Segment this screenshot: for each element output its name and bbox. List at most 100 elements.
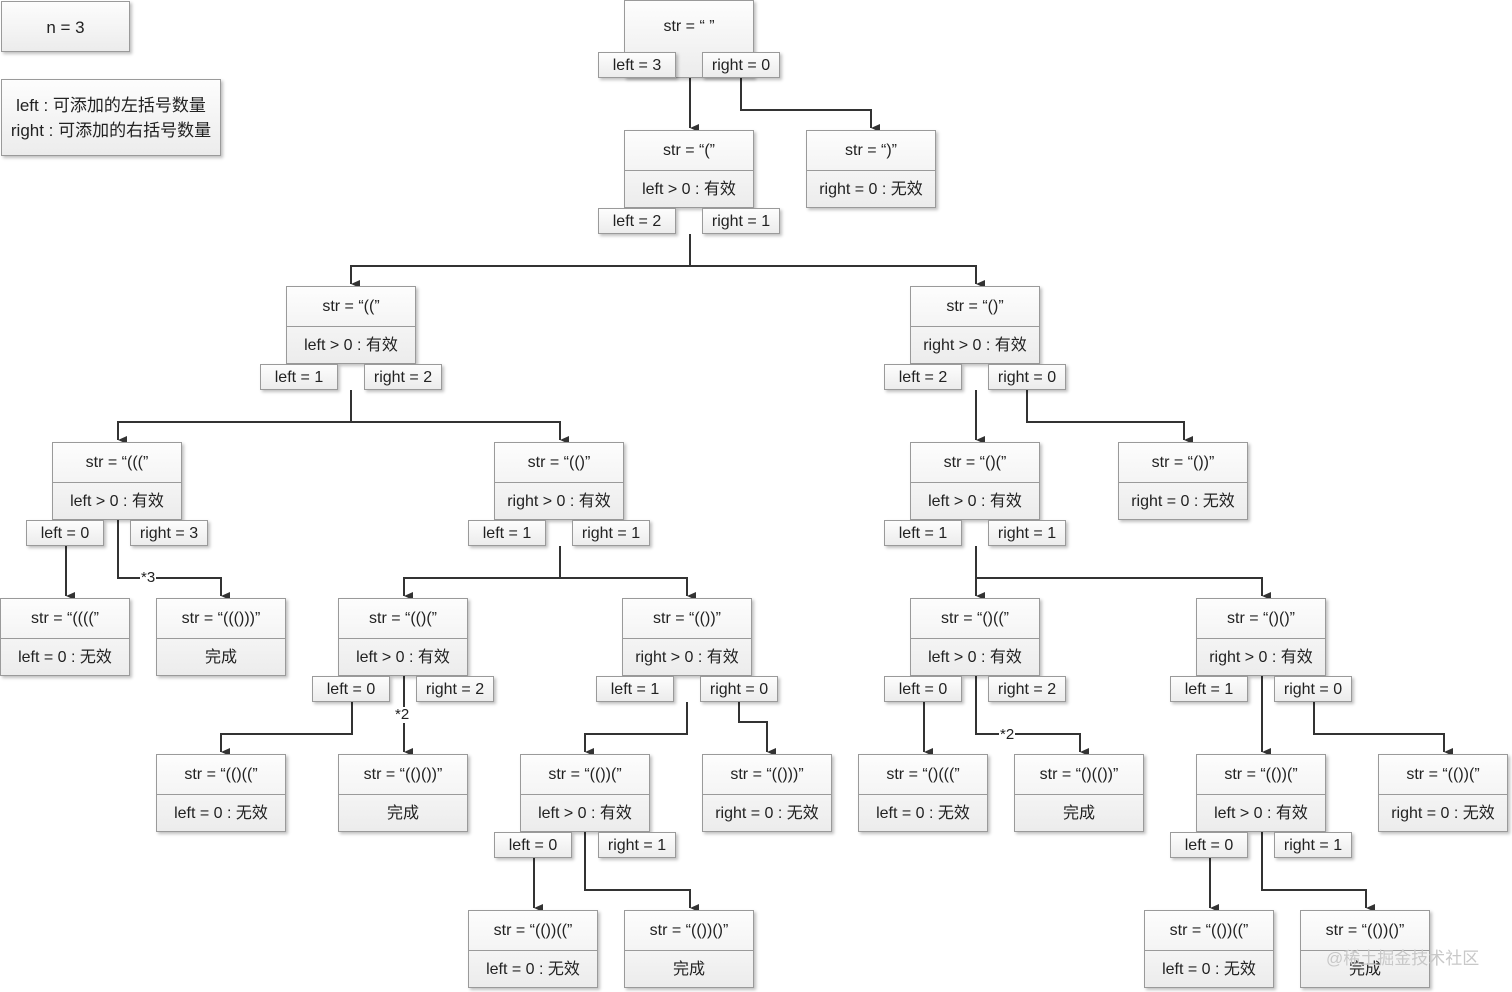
node-status: left > 0 : 有效 xyxy=(53,482,181,521)
node-str: str = “((((” xyxy=(31,610,99,627)
left-count: left = 0 xyxy=(494,832,572,858)
edge-n13-n20 xyxy=(975,676,1089,756)
tree-node: str = “(())((” left = 0 : 无效 xyxy=(1144,910,1274,988)
node-status: 完成 xyxy=(1015,794,1143,833)
node-str: str = “()” xyxy=(946,298,1004,315)
tree-node: str = “(())” right > 0 : 有效 xyxy=(622,598,752,676)
node-status: right = 0 : 无效 xyxy=(1119,482,1247,521)
left-count: left = 2 xyxy=(598,208,676,234)
edge-n4-n8 xyxy=(1026,390,1193,444)
edge-n3-n5 xyxy=(117,390,352,444)
edge-label-x2: *2 xyxy=(999,726,1016,743)
left-count: left = 1 xyxy=(260,364,338,390)
node-status: right > 0 : 有效 xyxy=(495,482,623,521)
edge-label-x3: *3 xyxy=(140,569,157,586)
node-str: str = “(()))” xyxy=(730,766,804,783)
right-count: right = 1 xyxy=(988,520,1066,546)
node-str: str = “(” xyxy=(663,142,715,159)
node-str: str = “(((” xyxy=(85,454,149,471)
node-str: str = “())” xyxy=(1151,454,1215,471)
right-count: right = 0 xyxy=(702,52,780,78)
edge-n3-n6 xyxy=(351,421,569,444)
node-str: str = “(())((” xyxy=(493,922,573,939)
tree-node: str = “(((” left > 0 : 有效 xyxy=(52,442,182,520)
tree-node: str = “(()))” right = 0 : 无效 xyxy=(702,754,832,832)
node-status: left = 0 : 无效 xyxy=(1,638,129,677)
right-count: right = 1 xyxy=(598,832,676,858)
legend-left-text: left : 可添加的左括号数量 xyxy=(16,96,206,115)
node-status: 完成 xyxy=(625,950,753,989)
node-str: str = “(())” xyxy=(653,610,721,627)
node-status: left = 0 : 无效 xyxy=(859,794,987,833)
tree-node: str = “())” right = 0 : 无效 xyxy=(1118,442,1248,520)
right-count: right = 0 xyxy=(700,676,778,702)
node-status: right = 0 : 无效 xyxy=(1379,794,1507,833)
node-str: str = “(()” xyxy=(527,454,591,471)
tree-node: str = “()” right > 0 : 有效 xyxy=(910,286,1040,364)
node-status: left = 0 : 无效 xyxy=(469,950,597,989)
node-status: left > 0 : 有效 xyxy=(287,326,415,365)
node-status: left > 0 : 有效 xyxy=(625,170,753,209)
tree-node: str = “()((” left > 0 : 有效 xyxy=(910,598,1040,676)
node-status: 完成 xyxy=(157,638,285,677)
node-str: str = “(())()” xyxy=(649,922,729,939)
tree-node: str = “(()(” left > 0 : 有效 xyxy=(338,598,468,676)
edge-n12-n17 xyxy=(584,702,688,756)
edge-n1-n4 xyxy=(690,265,985,288)
tree-node: str = “(())()” 完成 xyxy=(624,910,754,988)
node-str: str = “()(” xyxy=(943,454,1007,471)
tree-node: str = “)” right = 0 : 无效 xyxy=(806,130,936,208)
left-count: left = 0 xyxy=(312,676,390,702)
tree-node: str = “()(())” 完成 xyxy=(1014,754,1144,832)
left-count: left = 0 xyxy=(884,676,962,702)
tree-node: str = “((()))” 完成 xyxy=(156,598,286,676)
legend-right-text: right : 可添加的右括号数量 xyxy=(10,121,212,140)
tree-node: str = “(()())” 完成 xyxy=(338,754,468,832)
right-count: right = 2 xyxy=(416,676,494,702)
tree-node: str = “()(((” left = 0 : 无效 xyxy=(858,754,988,832)
n-value-text: n = 3 xyxy=(46,18,85,37)
right-count: right = 3 xyxy=(130,520,208,546)
node-str: str = “ ” xyxy=(663,18,715,35)
left-count: left = 1 xyxy=(884,520,962,546)
node-status: right = 0 : 无效 xyxy=(807,170,935,209)
node-status: 完成 xyxy=(339,794,467,833)
right-count: right = 1 xyxy=(1274,832,1352,858)
left-count: left = 2 xyxy=(884,364,962,390)
tree-node: str = “(())((” left = 0 : 无效 xyxy=(468,910,598,988)
edge-n6-n11 xyxy=(403,546,561,600)
edge-root-n2 xyxy=(740,78,880,132)
node-status: left > 0 : 有效 xyxy=(1197,794,1325,833)
node-status: left > 0 : 有效 xyxy=(339,638,467,677)
node-str: str = “(())(” xyxy=(548,766,622,783)
tree-node: str = “(())(” left > 0 : 有效 xyxy=(520,754,650,832)
right-count: right = 0 xyxy=(1274,676,1352,702)
left-count: left = 1 xyxy=(1170,676,1248,702)
node-status: right > 0 : 有效 xyxy=(911,326,1039,365)
node-str: str = “(())(” xyxy=(1224,766,1298,783)
tree-node: str = “((” left > 0 : 有效 xyxy=(286,286,416,364)
edge-n14-n22 xyxy=(1313,702,1453,756)
edge-n12-n18 xyxy=(738,702,776,756)
right-count: right = 2 xyxy=(364,364,442,390)
edge-n21-n26 xyxy=(1261,832,1375,912)
right-count: right = 1 xyxy=(572,520,650,546)
left-count: left = 0 xyxy=(26,520,104,546)
tree-node: str = “(())(” right = 0 : 无效 xyxy=(1378,754,1508,832)
edge-n1-split xyxy=(350,234,691,288)
tree-node: str = “((((” left = 0 : 无效 xyxy=(0,598,130,676)
left-count: left = 0 xyxy=(1170,832,1248,858)
edge-n5-n10 xyxy=(117,520,230,600)
tree-node: str = “(()” right > 0 : 有效 xyxy=(494,442,624,520)
edge-n6-n12 xyxy=(560,577,696,600)
tree-node: str = “()(” left > 0 : 有效 xyxy=(910,442,1040,520)
node-str: str = “(()(” xyxy=(369,610,437,627)
node-str: str = “()(((” xyxy=(886,766,960,783)
edge-n7-n14 xyxy=(976,577,1271,600)
node-str: str = “()()” xyxy=(1227,610,1295,627)
node-str: str = “()(())” xyxy=(1039,766,1119,783)
tree-node: str = “()()” right > 0 : 有效 xyxy=(1196,598,1326,676)
node-str: str = “((” xyxy=(322,298,380,315)
right-count: right = 1 xyxy=(702,208,780,234)
left-count: left = 3 xyxy=(598,52,676,78)
